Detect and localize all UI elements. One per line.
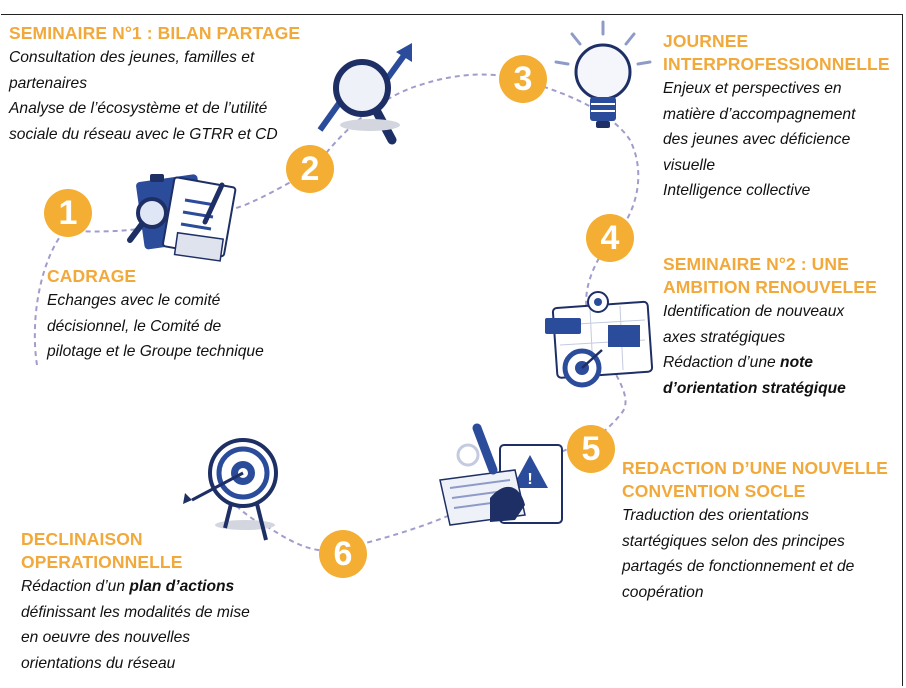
- step-2-line: sociale du réseau avec le GTRR et CD: [9, 125, 278, 143]
- step-3-line: Enjeux et perspectives en: [663, 80, 842, 97]
- step-2-line: Analyse de l’écosystème et de l’utilité: [9, 100, 268, 117]
- step-2-text: SEMINAIRE N°1 : BILAN PARTAGE Consultati…: [9, 22, 300, 147]
- step-5-line: coopération: [622, 583, 704, 601]
- step-4-number-badge: 4: [586, 214, 634, 262]
- step-6-number-badge: 6: [319, 530, 367, 578]
- diagram-frame: [1, 14, 903, 686]
- step-5-line: partagés de fonctionnement et de: [622, 558, 855, 575]
- strategy-board-target-icon: [545, 291, 654, 388]
- step-3-line: des jeunes avec déficience: [663, 131, 851, 148]
- svg-text:!: !: [527, 471, 532, 488]
- step-6-line: Rédaction d’un plan d’actions: [21, 574, 250, 600]
- step-6-title: DECLINAISON: [21, 529, 143, 549]
- step-4-line: axes stratégiques: [663, 328, 786, 346]
- step-1-line: Echanges avec le comité: [47, 292, 221, 309]
- step-1-line: décisionnel, le Comité de: [47, 317, 222, 335]
- step-4-line: Identification de nouveaux: [663, 303, 845, 320]
- step-6-title: OPERATIONNELLE: [21, 552, 183, 572]
- step-5-line: Traduction des orientations: [622, 507, 809, 524]
- step-1-text: CADRAGE Echanges avec le comité décision…: [47, 265, 264, 365]
- step-6-line: en oeuvre des nouvelles: [21, 629, 191, 646]
- step-3-text: JOURNEE INTERPROFESSIONNELLE Enjeux et p…: [663, 30, 890, 204]
- step-4-line-bold-part: note: [780, 354, 813, 371]
- step-4-line-bold-part: d’orientation stratégique: [663, 379, 846, 397]
- step-5-line: startégiques selon des principes: [622, 532, 845, 550]
- magnifier-growth-arrow-icon: [317, 43, 412, 145]
- step-6-text: DECLINAISON OPERATIONNELLE Rédaction d’u…: [21, 528, 250, 676]
- step-4-title: AMBITION RENOUVELEE: [663, 277, 877, 297]
- step-4-text: SEMINAIRE N°2 : UNE AMBITION RENOUVELEE …: [663, 253, 877, 401]
- step-6-line: orientations du réseau: [21, 654, 176, 672]
- step-2-title: SEMINAIRE N°1 : BILAN PARTAGE: [9, 23, 301, 43]
- step-2-number-badge: 2: [286, 145, 334, 193]
- lightbulb-icon: [554, 20, 652, 128]
- step-2-line: Consultation des jeunes, familles et: [9, 49, 255, 66]
- step-5-title: CONVENTION SOCLE: [622, 481, 806, 501]
- step-2-line: partenaires: [9, 74, 88, 92]
- step-3-number-badge: 3: [499, 55, 547, 103]
- step-3-line: visuelle: [663, 156, 716, 174]
- step-3-line: matière d’accompagnement: [663, 105, 856, 123]
- step-1-title: CADRAGE: [47, 266, 137, 286]
- step-4-line: d’orientation stratégique: [663, 376, 877, 402]
- step-5-title: REDACTION D’UNE NOUVELLE: [622, 458, 888, 478]
- step-4-title: SEMINAIRE N°2 : UNE: [663, 254, 849, 274]
- target-arrow-icon: [183, 438, 278, 541]
- step-1-number-badge: 1: [44, 189, 92, 237]
- step-5-number-badge: 5: [567, 425, 615, 473]
- clipboard-magnifier-icon: [127, 174, 237, 262]
- step-3-title: INTERPROFESSIONNELLE: [663, 54, 890, 74]
- step-6-line-bold-part: plan d’actions: [129, 578, 235, 595]
- step-5-text: REDACTION D’UNE NOUVELLE CONVENTION SOCL…: [622, 457, 888, 605]
- step-4-line-part: Rédaction d’une: [663, 354, 781, 371]
- step-1-line: pilotage et le Groupe technique: [47, 343, 264, 360]
- document-pen-warning-icon: !: [439, 423, 563, 526]
- step-6-line-part: Rédaction d’un: [21, 578, 130, 595]
- step-3-title: JOURNEE: [663, 31, 749, 51]
- step-6-line: définissant les modalités de mise: [21, 603, 250, 621]
- step-3-line: Intelligence collective: [663, 182, 811, 199]
- roadmap-path: [33, 73, 640, 552]
- step-4-line: Rédaction d’une note: [663, 350, 877, 376]
